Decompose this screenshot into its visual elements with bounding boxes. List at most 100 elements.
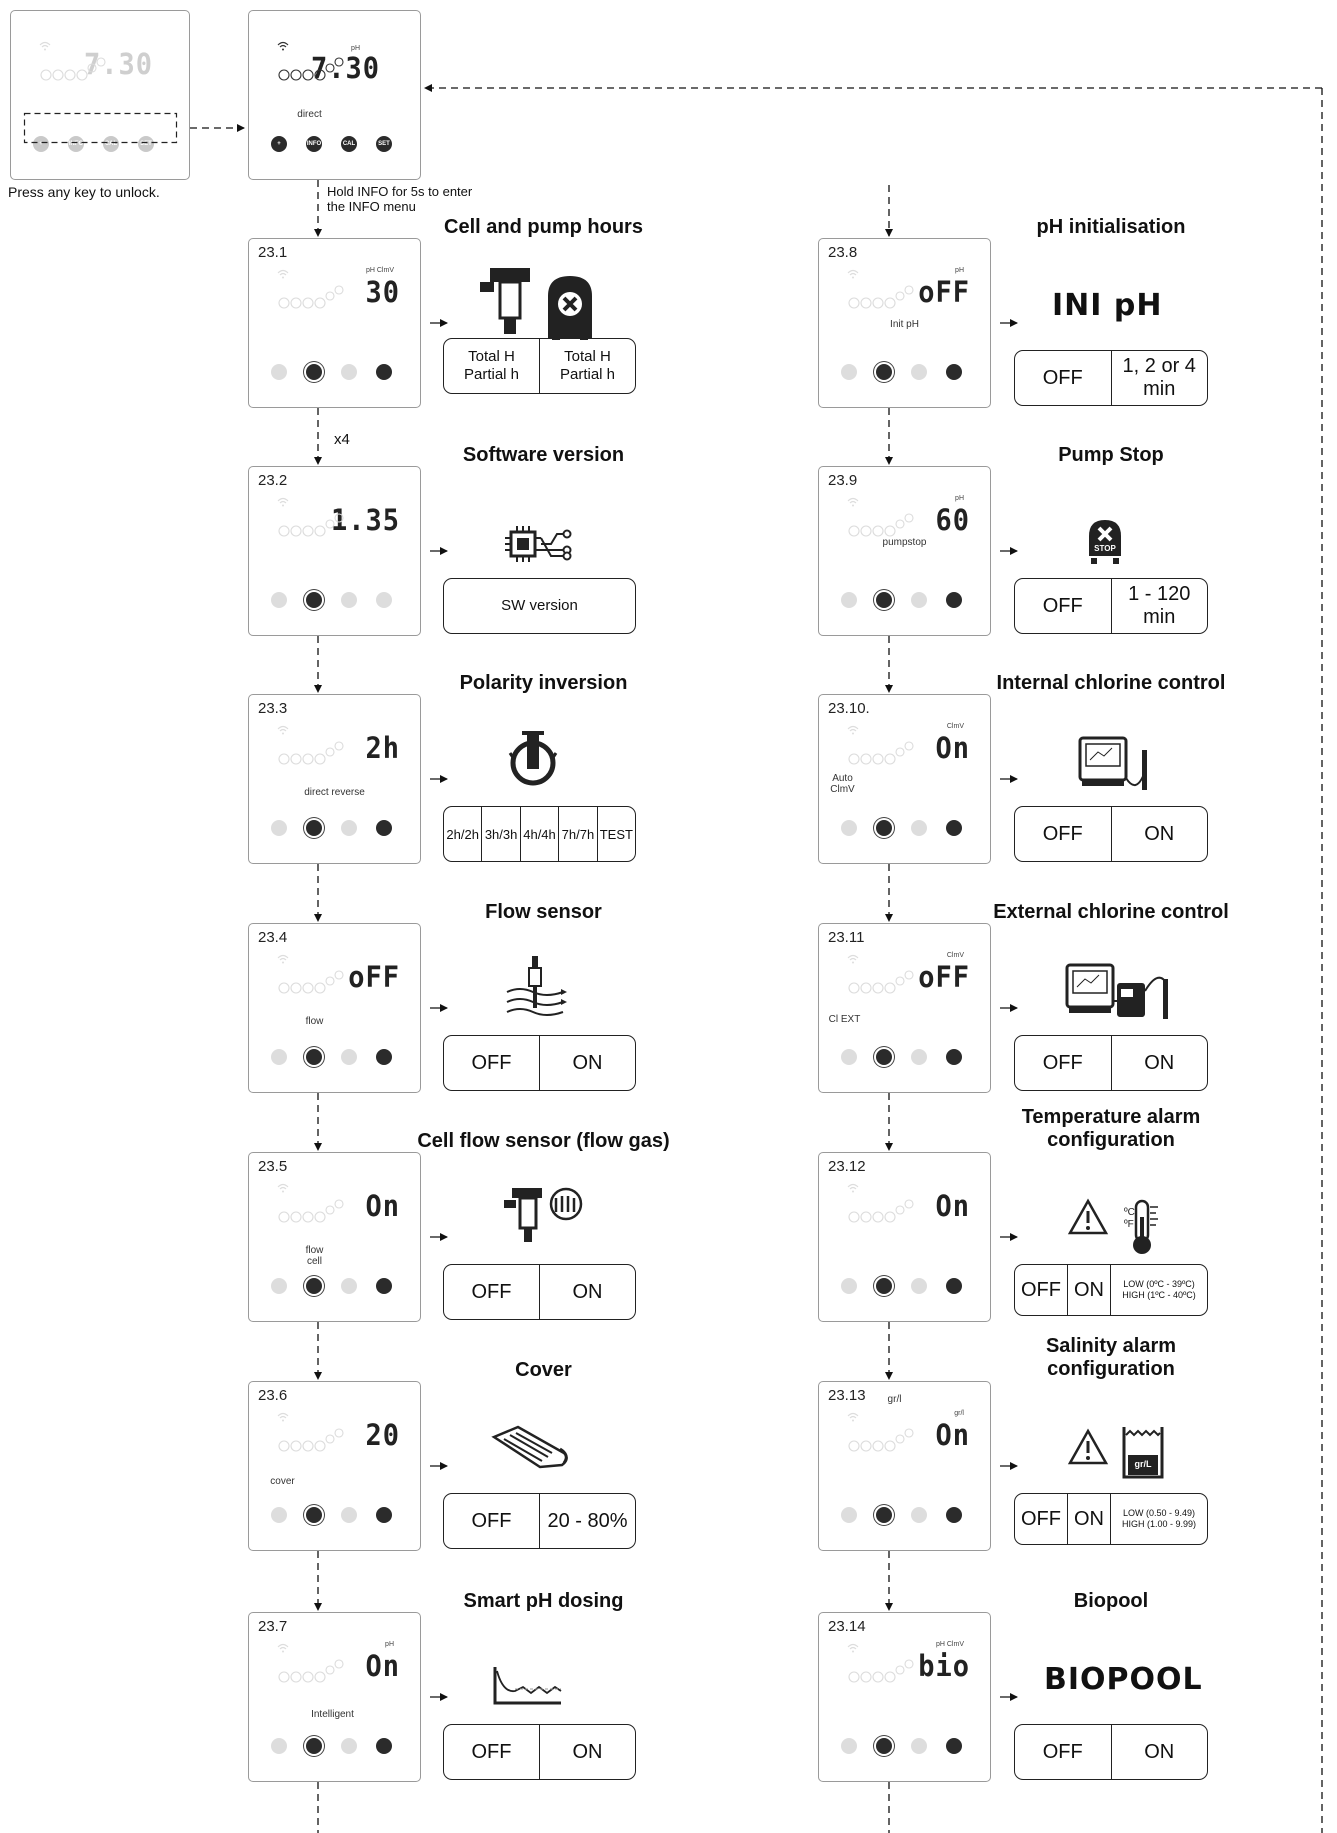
set-key[interactable] — [946, 1507, 962, 1523]
plus-key[interactable] — [271, 592, 287, 608]
cal-key[interactable]: CAL — [341, 136, 357, 152]
set-key[interactable] — [376, 592, 392, 608]
set-key[interactable] — [946, 1738, 962, 1754]
plus-key[interactable] — [271, 1049, 287, 1065]
plus-key[interactable] — [841, 1049, 857, 1065]
plus-key[interactable] — [271, 1507, 287, 1523]
keypad — [271, 1738, 401, 1756]
set-key[interactable]: SET — [376, 136, 392, 152]
step-23-10-option-2: ON — [1110, 807, 1208, 861]
plus-key[interactable] — [841, 820, 857, 836]
plus-key[interactable] — [271, 364, 287, 380]
step-23-3-option-3: 4h/4h — [519, 807, 558, 861]
set-key[interactable] — [376, 1507, 392, 1523]
set-key[interactable] — [376, 364, 392, 380]
step-23-2-options: SW version — [443, 578, 636, 634]
cal-key[interactable] — [911, 592, 927, 608]
set-key[interactable] — [946, 1278, 962, 1294]
step-23-7-unit: pH — [385, 1641, 394, 1648]
step-23-1-unit: pH ClmV — [365, 267, 394, 274]
plus-key[interactable] — [841, 1278, 857, 1294]
cal-key[interactable] — [911, 1278, 927, 1294]
info-key[interactable] — [876, 1049, 892, 1065]
step-23-3-panel-label: direct reverse — [304, 787, 365, 798]
plus-key[interactable] — [271, 1738, 287, 1754]
info-key[interactable] — [306, 592, 322, 608]
info-key[interactable] — [876, 820, 892, 836]
keypad — [271, 1507, 401, 1525]
step-23-11-option-1: OFF — [1042, 1051, 1083, 1074]
hold-info-note: Hold INFO for 5s to enter the INFO menu — [327, 184, 473, 214]
plus-key[interactable] — [841, 592, 857, 608]
keypad — [841, 1278, 971, 1296]
cal-key[interactable] — [911, 1738, 927, 1754]
info-key[interactable]: INFO — [306, 136, 322, 152]
cal-key[interactable] — [911, 820, 927, 836]
set-key[interactable] — [376, 1278, 392, 1294]
cal-key[interactable] — [341, 820, 357, 836]
step-23-3-number: 23.3 — [258, 700, 288, 717]
info-key[interactable] — [306, 1738, 322, 1754]
info-key[interactable] — [306, 1278, 322, 1294]
cal-key[interactable] — [341, 364, 357, 380]
step-23-8-option-1: OFF — [1042, 366, 1083, 389]
step-23-3-option-5: TEST — [596, 807, 635, 861]
plus-key[interactable] — [841, 1507, 857, 1523]
keypad — [841, 364, 971, 382]
cell-flow-icon — [504, 1187, 583, 1242]
set-key[interactable] — [946, 364, 962, 380]
set-key[interactable] — [946, 820, 962, 836]
step-23-6-display: 20 — [365, 1418, 400, 1453]
cal-key[interactable] — [341, 592, 357, 608]
step-23-11-unit: ClmV — [946, 952, 964, 959]
set-key[interactable] — [376, 820, 392, 836]
level-circles-icon — [848, 513, 914, 537]
set-key[interactable] — [376, 1738, 392, 1754]
step-23-12-option-2: ON — [1067, 1265, 1110, 1315]
info-key[interactable] — [876, 592, 892, 608]
wifi-icon — [39, 41, 51, 51]
info-key[interactable]: INFO — [68, 136, 84, 152]
info-key[interactable] — [876, 364, 892, 380]
keypad — [841, 1049, 971, 1067]
set-key[interactable] — [946, 592, 962, 608]
plus-key[interactable]: + — [271, 136, 287, 152]
set-key[interactable] — [376, 1049, 392, 1065]
info-key[interactable] — [876, 1738, 892, 1754]
cal-key[interactable] — [341, 1049, 357, 1065]
level-circles-icon — [848, 285, 914, 309]
step-23-8-display: oFF — [918, 275, 970, 310]
step-23-8-title: pH initialisation — [1036, 216, 1186, 238]
info-key[interactable] — [306, 1507, 322, 1523]
set-key[interactable] — [946, 1049, 962, 1065]
cal-key[interactable] — [911, 1507, 927, 1523]
info-key[interactable] — [876, 1507, 892, 1523]
cal-key[interactable] — [341, 1507, 357, 1523]
plus-key[interactable] — [841, 1738, 857, 1754]
info-key[interactable] — [876, 1278, 892, 1294]
step-23-1-display: 30 — [365, 275, 400, 310]
step-23-9-option-2: 1 - 120 min — [1110, 579, 1208, 633]
step-23-12-option-3: LOW (0ºC - 39ºC)HIGH (1ºC - 40ºC) — [1110, 1265, 1207, 1315]
plus-key[interactable] — [271, 1278, 287, 1294]
plus-key[interactable]: + — [33, 136, 49, 152]
cal-key[interactable] — [341, 1278, 357, 1294]
set-key[interactable]: SET — [138, 136, 154, 152]
plus-key[interactable] — [841, 364, 857, 380]
info-key[interactable] — [306, 364, 322, 380]
cal-key[interactable] — [911, 1049, 927, 1065]
step-23-9-option-1: OFF — [1042, 594, 1083, 617]
info-key[interactable] — [306, 1049, 322, 1065]
plus-key[interactable] — [271, 820, 287, 836]
cal-key[interactable] — [911, 364, 927, 380]
cal-key[interactable]: CAL — [103, 136, 119, 152]
external-chlorine-icon — [1065, 963, 1168, 1019]
info-key[interactable] — [306, 820, 322, 836]
cal-key[interactable] — [341, 1738, 357, 1754]
step-23-14-big-label: BIOPOOL — [1044, 1662, 1203, 1697]
